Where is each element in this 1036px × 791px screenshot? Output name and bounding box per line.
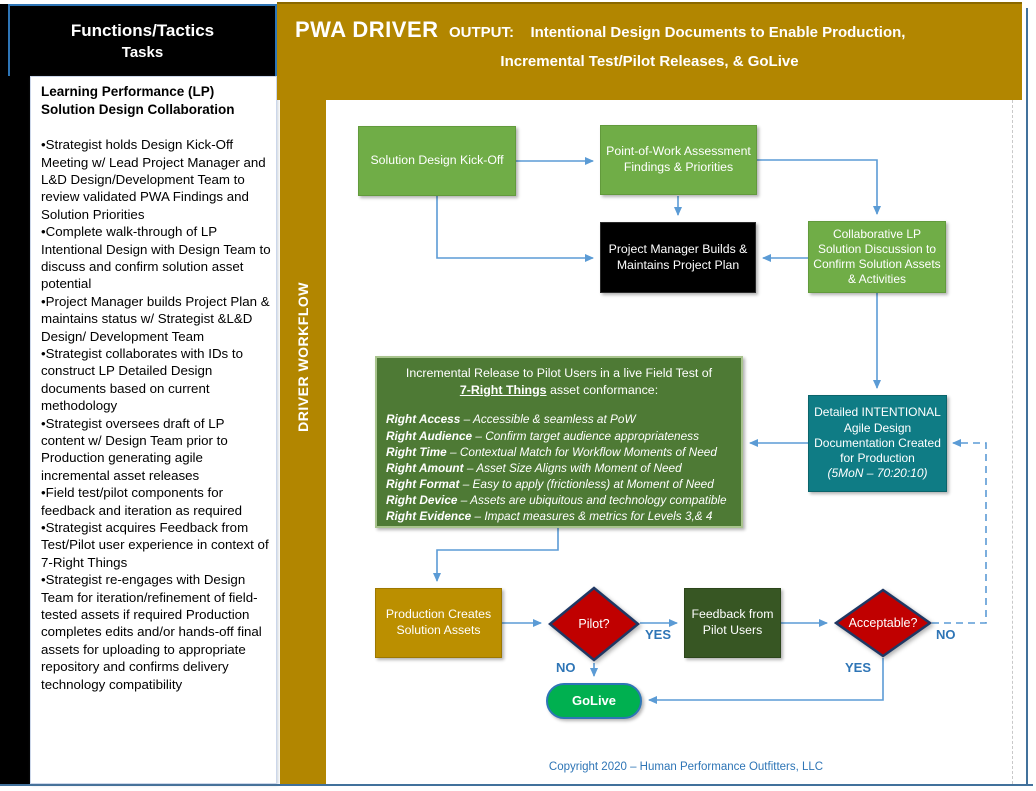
task-item: Complete walk-through of LP Intentional … <box>41 223 271 293</box>
node-label: Point-of-Work Assessment Findings & Prio… <box>606 144 751 174</box>
node-collaborative-lp-discussion: Collaborative LP Solution Discussion to … <box>808 221 946 293</box>
seven-right-heading-line1: Incremental Release to Pilot Users in a … <box>405 366 713 380</box>
diamond-shape <box>548 586 640 662</box>
driver-workflow-strip: DRIVER WORKFLOW <box>280 100 326 784</box>
node-label: Collaborative LP Solution Discussion to … <box>813 226 941 287</box>
driver-workflow-label: DRIVER WORKFLOW <box>295 282 311 432</box>
edge-label-acceptable-yes: YES <box>845 660 872 675</box>
banner-text1: Intentional Design Documents to Enable P… <box>530 24 906 41</box>
node-seven-right-things: Incremental Release to Pilot Users in a … <box>375 356 743 528</box>
sidebar-section-title: Learning Performance (LP) Solution Desig… <box>41 84 235 117</box>
banner-line1: PWA DRIVER OUTPUT: Intentional Design Do… <box>277 4 1022 43</box>
frame-bottom-border <box>0 784 1033 786</box>
edge-label-pilot-no: NO <box>556 660 576 675</box>
left-black-column <box>0 4 30 785</box>
banner-text2: Incremental Test/Pilot Releases, & GoLiv… <box>500 53 799 70</box>
page-boundary-dashed-line <box>1012 100 1013 784</box>
sidebar-header-line2: Tasks <box>121 44 164 61</box>
seven-right-item: Right Evidence – Impact measures & metri… <box>386 508 713 523</box>
pilot-decision-diamond: Pilot? <box>548 586 640 662</box>
node-golive: GoLive <box>546 683 642 719</box>
diamond-shape <box>834 588 932 658</box>
node-label: Production Creates Solution Assets <box>385 607 492 637</box>
task-item: Project Manager builds Project Plan & ma… <box>41 293 271 345</box>
sidebar-header-line1: Functions/Tactics <box>70 21 215 40</box>
seven-right-item: Right Amount – Asset Size Aligns with Mo… <box>386 460 682 475</box>
seven-right-list: Right Access – Accessible & seamless at … <box>386 411 732 523</box>
task-item: Strategist collaborates with IDs to cons… <box>41 345 271 415</box>
seven-right-heading-rest: asset conformance: <box>546 382 659 397</box>
node-label: Feedback from Pilot Users <box>691 607 774 637</box>
node-label: GoLive <box>571 692 617 708</box>
node-solution-design-kickoff: Solution Design Kick-Off <box>358 126 516 196</box>
title-banner: PWA DRIVER OUTPUT: Intentional Design Do… <box>277 2 1022 100</box>
task-item: Strategist re-engages with Design Team f… <box>41 571 271 693</box>
node-note: (5MoN – 70:20:10) <box>827 466 928 481</box>
node-label: Solution Design Kick-Off <box>370 153 504 168</box>
edge-label-acceptable-no: NO <box>936 627 956 642</box>
node-label: Detailed INTENTIONAL Agile Design Docume… <box>814 405 941 466</box>
seven-right-item: Right Access – Accessible & seamless at … <box>386 412 636 427</box>
node-project-manager-plan: Project Manager Builds & Maintains Proje… <box>600 222 756 293</box>
banner-output-label: OUTPUT: <box>448 24 514 41</box>
banner-brand: PWA DRIVER <box>295 17 439 42</box>
decision-label: Pilot? <box>578 617 610 631</box>
sidebar-task-panel: Learning Performance (LP) Solution Desig… <box>30 76 277 784</box>
task-item: Strategist acquires Feedback from Test/P… <box>41 519 271 571</box>
seven-right-heading: Incremental Release to Pilot Users in a … <box>406 365 712 398</box>
task-item: Strategist holds Design Kick-Off Meeting… <box>41 136 271 223</box>
task-item: Strategist oversees draft of LP content … <box>41 415 271 485</box>
sidebar-header: Functions/Tactics Tasks <box>8 4 277 76</box>
node-feedback-pilot-users: Feedback from Pilot Users <box>684 588 781 658</box>
node-point-of-work-assessment: Point-of-Work Assessment Findings & Prio… <box>600 125 757 195</box>
copyright-text: Copyright 2020 – Human Performance Outfi… <box>548 761 824 773</box>
acceptable-decision-diamond: Acceptable? <box>834 588 932 658</box>
node-detailed-intentional-design: Detailed INTENTIONAL Agile Design Docume… <box>808 395 947 492</box>
seven-right-item: Right Audience – Confirm target audience… <box>386 428 699 443</box>
seven-right-item: Right Time – Contextual Match for Workfl… <box>386 444 717 459</box>
node-label: Project Manager Builds & Maintains Proje… <box>608 241 748 272</box>
frame-right-border <box>1026 8 1028 785</box>
seven-right-emphasis: 7-Right Things <box>459 382 547 397</box>
seven-right-item: Right Device – Assets are ubiquitous and… <box>386 492 727 507</box>
task-item: Field test/pilot components for feedback… <box>41 484 271 519</box>
decision-label: Acceptable? <box>848 616 918 630</box>
seven-right-item: Right Format – Easy to apply (frictionle… <box>386 476 714 491</box>
edge-label-pilot-yes: YES <box>645 627 672 642</box>
node-production-creates-assets: Production Creates Solution Assets <box>375 588 502 658</box>
